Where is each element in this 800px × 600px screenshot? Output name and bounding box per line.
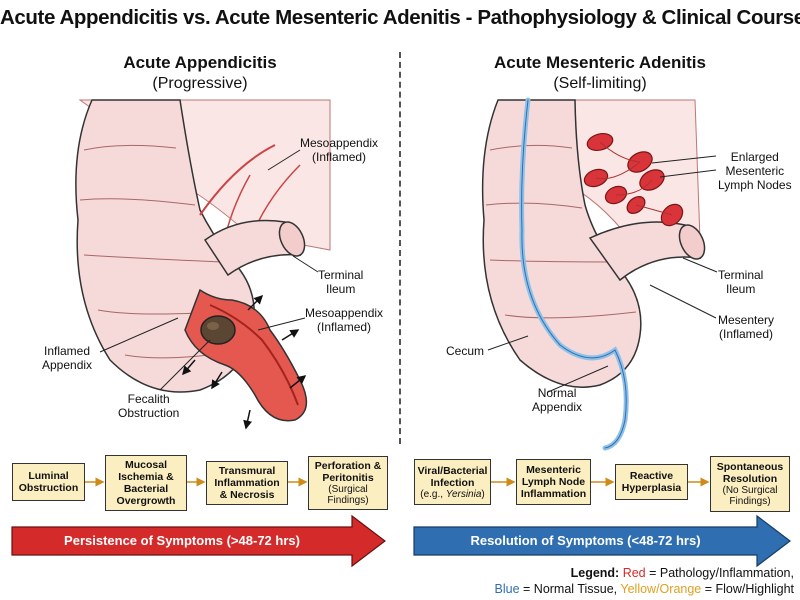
resolution-label: Resolution of Symptoms (<48-72 hrs) — [470, 533, 701, 548]
persistence-label: Persistence of Symptoms (>48-72 hrs) — [64, 533, 300, 548]
left-panel-header: Acute Appendicitis (Progressive) — [20, 52, 380, 94]
left-heading: Acute Appendicitis — [123, 53, 277, 72]
legend-blue-text: = Normal Tissue, — [519, 582, 621, 596]
legend-blue-word: Blue — [494, 582, 520, 596]
label-mesoappendix-mid: Mesoappendix(Inflamed) — [305, 306, 384, 334]
left-subheading: (Progressive) — [152, 75, 248, 92]
left-illustration — [75, 99, 331, 430]
legend-red-word: Red — [622, 566, 646, 580]
panel-divider — [399, 52, 401, 444]
legend-red-text: = Pathology/Inflammation, — [645, 566, 794, 580]
fecalith — [200, 315, 236, 345]
right-subheading: (Self-limiting) — [553, 75, 647, 92]
persistence-arrow — [11, 514, 386, 568]
legend-yellow-text: = Flow/Highlight — [701, 582, 794, 596]
resolution-arrow — [413, 514, 791, 568]
right-panel-header: Acute Mesenteric Adenitis (Self-limiting… — [420, 52, 780, 94]
right-illustration — [481, 97, 718, 451]
label-cecum: Cecum — [446, 344, 485, 358]
legend-label: Legend: — [570, 566, 620, 580]
right-heading: Acute Mesenteric Adenitis — [494, 53, 706, 72]
legend: Legend: Red = Pathology/Inflammation, Bl… — [495, 565, 794, 597]
label-mesentery: Mesentery(Inflamed) — [718, 313, 775, 341]
label-mesoappendix-top: Mesoappendix(Inflamed) — [300, 136, 379, 164]
page-title: Acute Appendicitis vs. Acute Mesenteric … — [0, 6, 800, 29]
legend-yellow-word: Yellow/Orange — [620, 582, 702, 596]
